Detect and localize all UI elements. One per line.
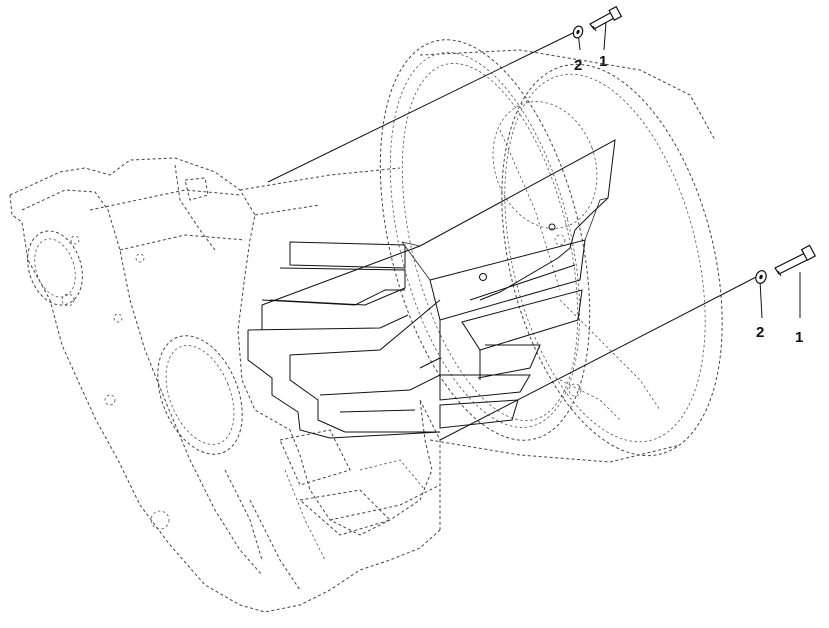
upper-bolt-part-1 — [589, 5, 623, 32]
callout-lower-washer: 2 — [756, 324, 764, 341]
transmission-housing — [9, 157, 441, 613]
lower-washer-part-2 — [755, 270, 767, 284]
callout-lower-bolt: 1 — [795, 329, 803, 346]
callout-upper-washer: 2 — [574, 57, 582, 74]
callout-upper-bolt: 1 — [599, 53, 607, 70]
assembly-leader-lines — [267, 21, 801, 441]
lower-bolt-part-1 — [774, 244, 817, 277]
guard-plate-assembly — [247, 139, 616, 439]
upper-washer-part-2 — [572, 25, 584, 39]
